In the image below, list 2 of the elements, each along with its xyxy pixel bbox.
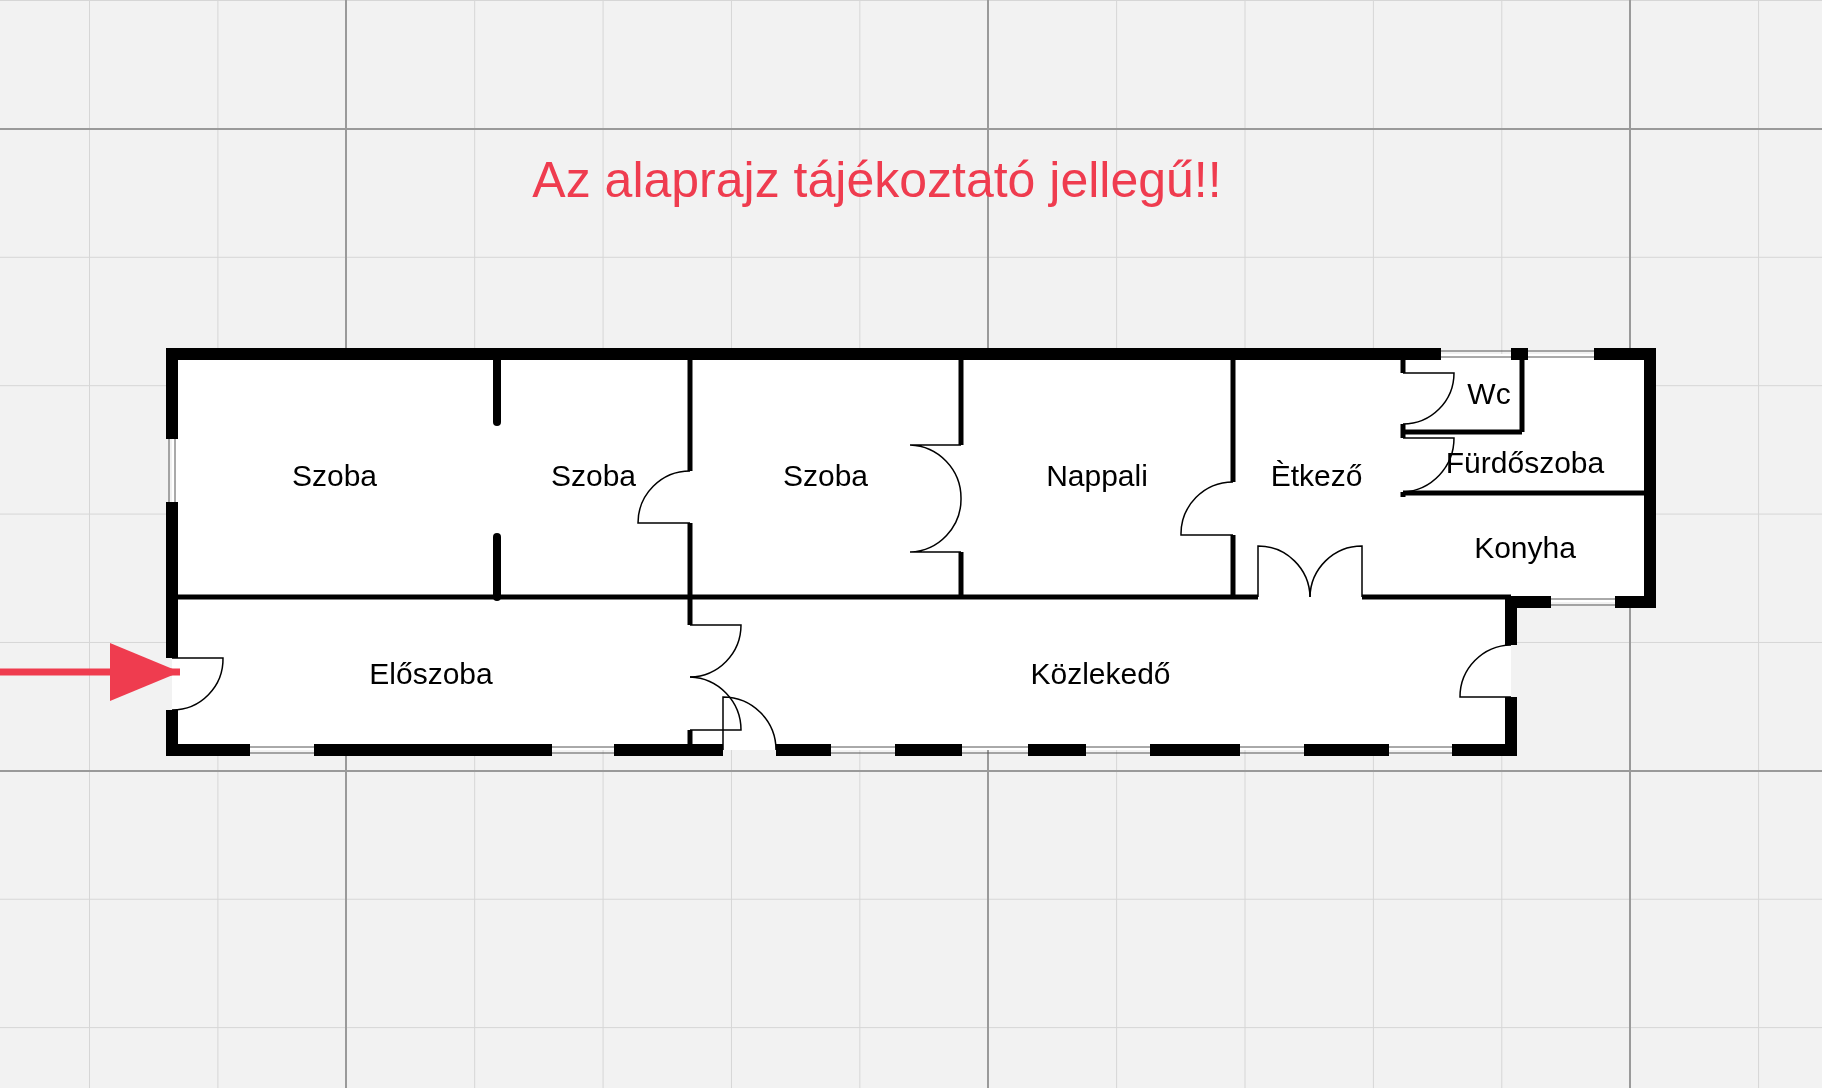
arrow [0,643,180,701]
title: Az alaprajz tájékoztató jellegű!! [531,151,1223,210]
